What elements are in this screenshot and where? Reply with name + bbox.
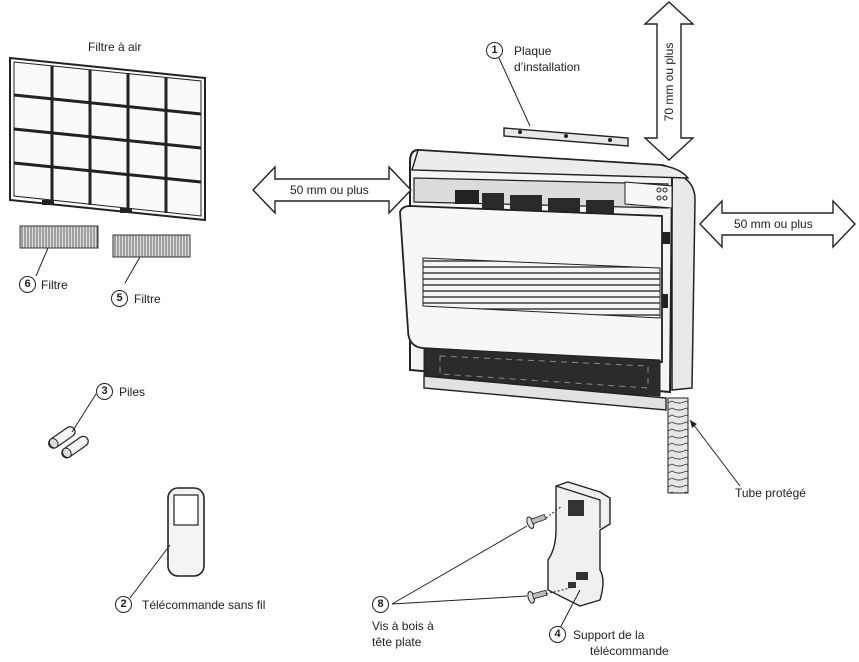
screws-label-line1: Vis à bois à (372, 619, 434, 633)
batteries-drawing (48, 426, 89, 459)
protected-tube-drawing (667, 397, 689, 494)
item-number-5: 5 (111, 290, 128, 307)
indoor-unit-drawing (399, 148, 696, 411)
clearance-arrow-top (643, 1, 695, 161)
remote-holder-drawing (547, 481, 611, 607)
item-number-6: 6 (19, 276, 36, 293)
clearance-right-label: 50 mm ou plus (734, 217, 813, 231)
installation-plate-drawing (503, 127, 629, 147)
remote-control-drawing (167, 487, 205, 577)
item-number-1: 1 (486, 42, 503, 59)
clearance-left-label: 50 mm ou plus (290, 183, 369, 197)
installation-plate-label-line1: Plaque (514, 44, 552, 58)
filter-5-label: Filtre (134, 292, 161, 306)
batteries-label: Piles (119, 385, 146, 399)
air-filter-drawing (9, 56, 206, 222)
deodorizing-filter-5-drawing (112, 234, 191, 258)
item-number-8: 8 (372, 596, 389, 613)
remote-holder-label-line1: Support de la (573, 628, 645, 642)
item-number-2: 2 (115, 596, 132, 613)
clearance-arrow-right (699, 199, 856, 249)
wood-screws-drawing (526, 505, 571, 604)
deodorizing-filter-6-drawing (19, 225, 99, 249)
clearance-top-label: 70 mm ou plus (662, 42, 676, 122)
remote-holder-label-line2: télécommande (590, 644, 669, 658)
protected-tube-label: Tube protégé (735, 486, 806, 500)
clearance-arrow-left (252, 165, 412, 215)
screws-label-line2: tête plate (372, 635, 422, 649)
item-number-4: 4 (549, 626, 566, 643)
air-filter-label: Filtre à air (88, 40, 142, 54)
installation-plate-label-line2: d’installation (514, 60, 581, 74)
item-number-3: 3 (96, 383, 113, 400)
filter-6-label: Filtre (41, 278, 68, 292)
remote-label: Télécommande sans fil (142, 598, 266, 612)
